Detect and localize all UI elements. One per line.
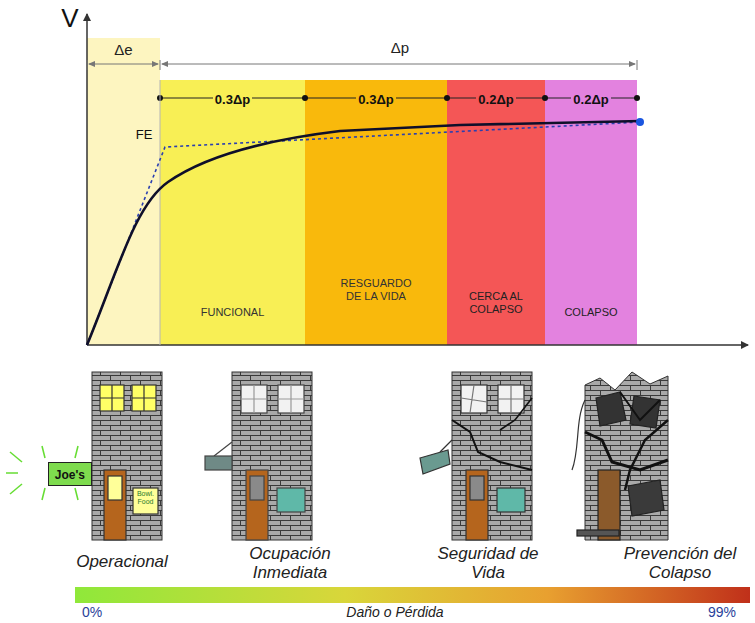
building-collapse-prevention [585, 372, 668, 540]
level-caption: Seguridad de Vida [423, 544, 553, 582]
window-text: Bowl. Food [134, 490, 158, 506]
dimension-label: Δp [370, 40, 430, 57]
level-caption: Ocupación Inmediata [215, 544, 365, 582]
shop-sign: Joe's [48, 462, 92, 486]
building-immediate-occupancy [232, 372, 312, 540]
text-holder: CERCA AL COLAPSO [459, 290, 534, 317]
scale-label: 99% [699, 605, 745, 621]
text-holder: RESGUARDO DE LA VIDA [334, 277, 419, 304]
dimension-label: Δe [112, 41, 134, 58]
performance-level: COLAPSO [562, 306, 619, 319]
performance-level: CERCA AL COLAPSO [459, 290, 534, 315]
text-holder: 0.2Δp [466, 90, 526, 108]
sign-text: Joe's [55, 469, 85, 483]
damage-gradient-bar [75, 587, 750, 603]
point-label: FE [131, 128, 157, 143]
scale-label: 0% [72, 605, 112, 621]
dimension-label: 0.3Δp [213, 93, 252, 108]
performance-level: FUNCIONAL [199, 306, 267, 319]
axis-label: V [53, 4, 87, 33]
scale-title: Daño o Pérdida [295, 605, 495, 621]
performance-level: RESGUARDO DE LA VIDA [334, 277, 419, 302]
building-life-safety [452, 372, 532, 540]
level-caption: Prevención del Colapso [615, 544, 745, 582]
text-holder: FUNCIONAL [173, 302, 293, 320]
performance-band: 0.2ΔpCERCA AL COLAPSO [447, 80, 545, 345]
dimension-label: 0.3Δp [356, 93, 395, 108]
performance-band: 0.3ΔpRESGUARDO DE LA VIDA [305, 80, 447, 345]
performance-band: 0.3ΔpFUNCIONAL [160, 80, 305, 345]
elastic-band: Δe [87, 38, 160, 345]
level-caption: Operacional [47, 552, 197, 571]
dimension-label: 0.2Δp [476, 93, 515, 108]
text-holder: Δe [94, 41, 154, 59]
performance-band: 0.2ΔpCOLAPSO [545, 80, 637, 345]
text-holder: 0.3Δp [203, 90, 263, 108]
text-holder: 0.2Δp [561, 90, 621, 108]
text-holder: 0.3Δp [346, 90, 406, 108]
building-operational [92, 372, 162, 540]
dimension-label: 0.2Δp [571, 93, 610, 108]
text-holder: COLAPSO [551, 302, 631, 320]
